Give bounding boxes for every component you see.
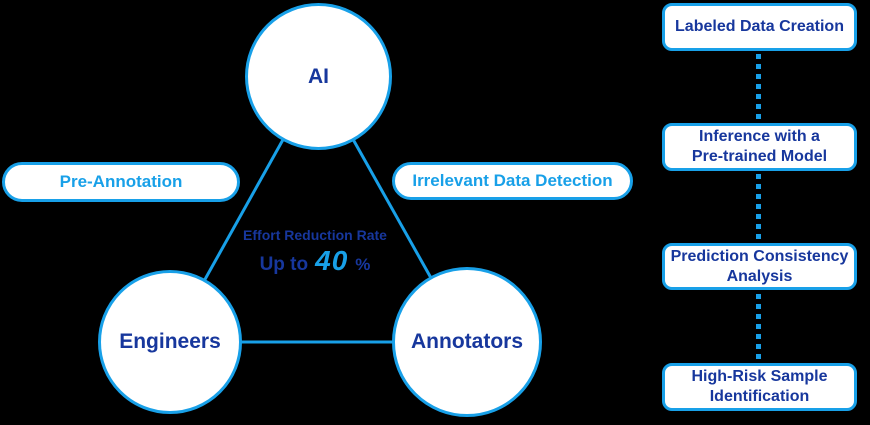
pipeline-dotted-connector (756, 54, 761, 120)
metric-title: Effort Reduction Rate (243, 227, 387, 243)
pipeline-step-high-risk-sample-identification: High-Risk Sample Identification (662, 363, 857, 411)
pre-annotation-label: Pre-Annotation (59, 172, 183, 191)
pipeline-step-label: Inference with a Pre-trained Model (691, 128, 828, 165)
node-annotators-label: Annotators (411, 330, 523, 353)
node-ai-label: AI (308, 64, 329, 88)
node-ai: AI (245, 3, 392, 150)
pipeline-dotted-connector (756, 294, 761, 360)
pipeline-step-label: Labeled Data Creation (675, 18, 844, 35)
metric-prefix: Up to (259, 254, 309, 275)
pipeline-step-prediction-consistency-analysis: Prediction Consistency Analysis (662, 243, 857, 290)
metric-value-line: Up to 40 % (210, 245, 420, 277)
pipeline-step-label: Prediction Consistency Analysis (670, 247, 849, 285)
metric-unit: % (355, 255, 371, 274)
pre-annotation-pill: Pre-Annotation (2, 162, 240, 202)
pipeline-step-labeled-data-creation: Labeled Data Creation (662, 3, 857, 51)
irrelevant-data-detection-pill: Irrelevant Data Detection (392, 162, 633, 200)
pipeline-step-inference-pretrained-model: Inference with a Pre-trained Model (662, 123, 857, 171)
node-engineers-label: Engineers (119, 330, 221, 353)
effort-reduction-metric: Effort Reduction Rate Up to 40 % (210, 227, 420, 277)
node-annotators: Annotators (392, 267, 542, 417)
irrelevant-data-detection-label: Irrelevant Data Detection (412, 171, 613, 190)
pipeline-step-label: High-Risk Sample Identification (691, 368, 828, 405)
node-engineers: Engineers (98, 270, 242, 414)
pipeline-dotted-connector (756, 174, 761, 240)
metric-value: 40 (315, 245, 349, 276)
